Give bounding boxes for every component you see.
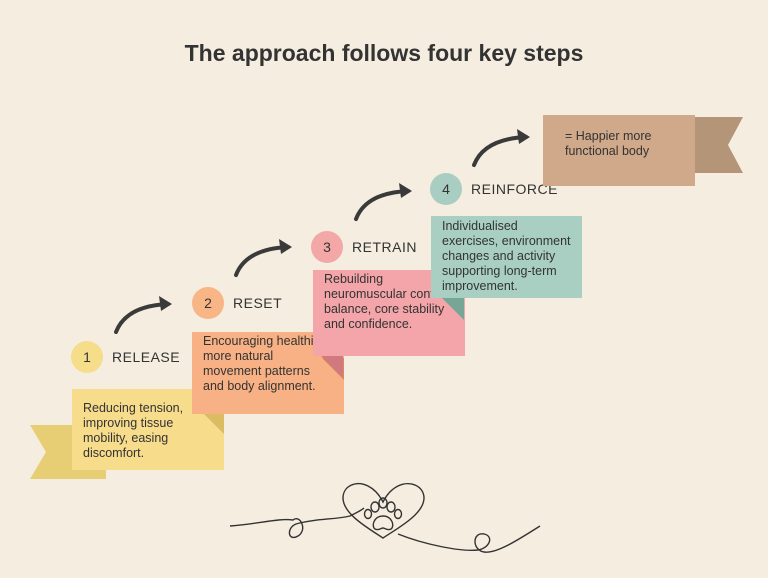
step-4-fold — [442, 298, 464, 320]
arrow-step2-to-step3 — [234, 239, 292, 277]
arrow-step3-to-step4 — [354, 183, 412, 221]
step-1-header: 1 RELEASE — [71, 341, 180, 373]
step-2-description: Encouraging healthier, more natural move… — [203, 334, 328, 393]
diagram-title: The approach follows four key steps — [184, 40, 584, 66]
step-1-label: RELEASE — [112, 349, 181, 365]
step-3-label: RETRAIN — [352, 239, 417, 255]
step-4-card: Individualised exercises, environment ch… — [431, 216, 582, 298]
outcome-ribbon — [690, 117, 743, 173]
step-3-number-circle: 3 — [311, 231, 343, 263]
arrow-step4-to-outcome — [472, 129, 530, 167]
paw-print — [363, 497, 403, 531]
step-1-fold — [202, 412, 224, 434]
step-3-description: Rebuilding neuromuscular control, balanc… — [324, 272, 452, 331]
step-4-label: REINFORCE — [471, 181, 558, 197]
step-1-card: Reducing tension, improving tissue mobil… — [72, 389, 224, 470]
outcome-ribbon-shape — [690, 117, 743, 173]
step-3-fold — [321, 356, 343, 378]
step-1-description: Reducing tension, improving tissue mobil… — [83, 401, 184, 460]
step-4-number-circle: 4 — [430, 173, 462, 205]
step-2-header: 2 RESET — [192, 287, 282, 319]
outcome-card: = Happier more functional body — [543, 115, 695, 186]
paw-heart-icon — [229, 482, 541, 553]
step-3-header: 3 RETRAIN — [311, 231, 417, 263]
outcome-text: = Happier more functional body — [565, 129, 652, 158]
step-2-label: RESET — [233, 295, 283, 311]
heart-tail-line — [397, 525, 541, 553]
step-4-description: Individualised exercises, environment ch… — [442, 219, 571, 293]
heart-outline — [342, 482, 425, 539]
squiggle-line — [229, 507, 365, 539]
step-4-header: 4 REINFORCE — [430, 173, 558, 205]
step-2-number-circle: 2 — [192, 287, 224, 319]
arrow-step1-to-step2 — [114, 296, 172, 334]
step-1-number-circle: 1 — [71, 341, 103, 373]
